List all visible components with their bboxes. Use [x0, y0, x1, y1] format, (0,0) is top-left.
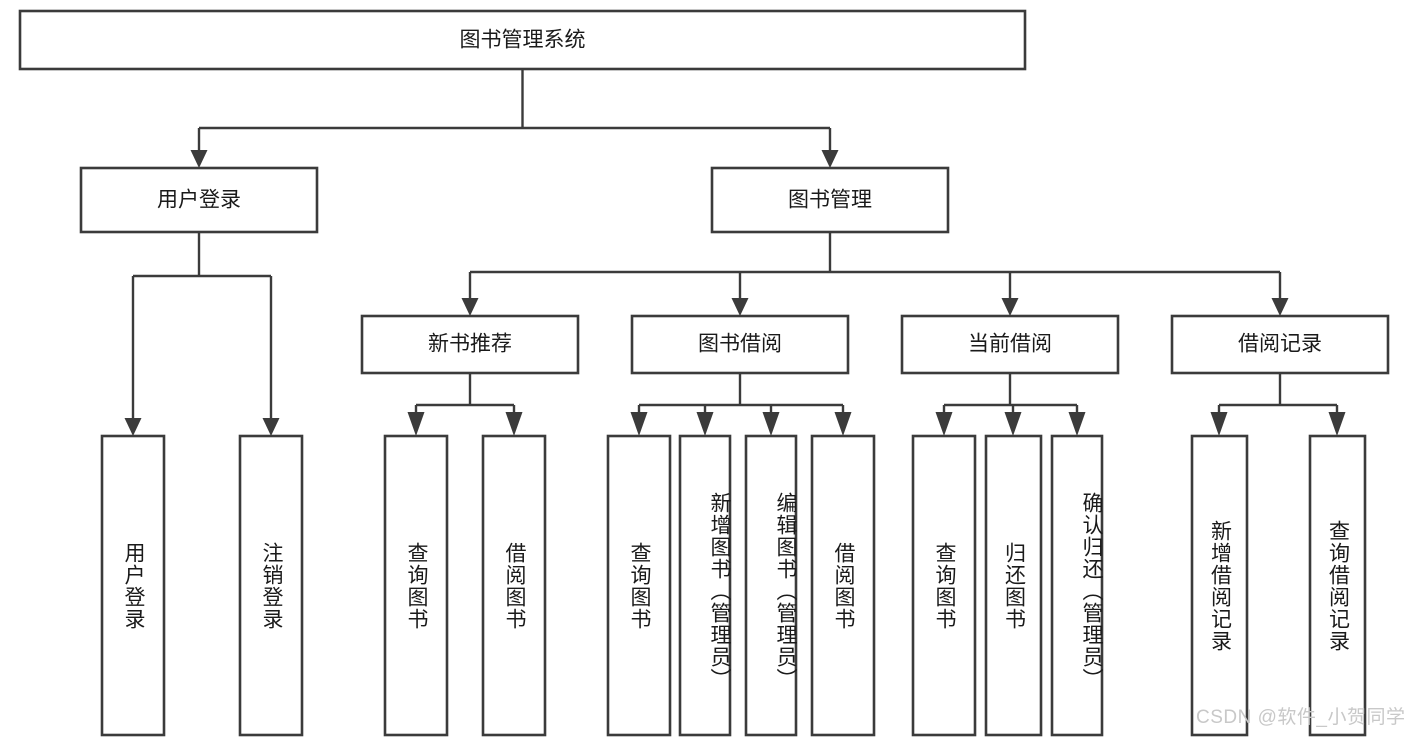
node-current-borrow-label: 当前借阅 — [968, 333, 1052, 356]
arrowhead-new-book-recommend — [461, 298, 479, 316]
arrowhead-leaf-query-book-borrow — [630, 412, 648, 436]
arrowhead-leaf-query-borrow-record — [1328, 412, 1346, 436]
node-book-manage-box[interactable] — [710, 166, 950, 234]
edge-group-borrow-records — [1210, 373, 1346, 436]
leaf-return-book-box[interactable] — [984, 434, 1043, 737]
arrowhead-book-borrow — [731, 298, 749, 316]
arrowhead-leaf-borrow-book-rec — [505, 412, 523, 436]
leaf-add-book-box[interactable] — [678, 434, 732, 737]
leaf-borrow-book-rec-box[interactable] — [481, 434, 547, 737]
leaf-query-book-borrow-box[interactable] — [606, 434, 672, 737]
arrowhead-leaf-return-book — [1004, 412, 1022, 436]
node-book-borrow[interactable]: 图书借阅 — [630, 314, 850, 375]
leaf-query-borrow-record-box[interactable] — [1308, 434, 1367, 737]
arrowhead-leaf-confirm-return — [1068, 412, 1086, 436]
node-root[interactable]: 图书管理系统 — [18, 9, 1027, 71]
node-borrow-records-label: 借阅记录 — [1238, 333, 1322, 356]
node-root-label: 图书管理系统 — [460, 29, 586, 52]
leaf-add-borrow-record-box[interactable] — [1190, 434, 1249, 737]
leaf-borrow-book-box[interactable] — [810, 434, 876, 737]
leaf-logout-box[interactable] — [238, 434, 304, 737]
csdn-watermark: CSDN @软件_小贺同学 — [1196, 707, 1405, 728]
arrowhead-leaf-query-book-current — [935, 412, 953, 436]
arrowhead-leaf-add-borrow-record — [1210, 412, 1228, 436]
node-book-borrow-box[interactable] — [630, 314, 850, 375]
arrowhead-leaf-query-book-rec — [407, 412, 425, 436]
node-user-login[interactable]: 用户登录 — [79, 166, 319, 234]
arrowhead-book-manage — [821, 150, 839, 168]
node-current-borrow[interactable]: 当前借阅 — [900, 314, 1120, 375]
arrowhead-borrow-records — [1271, 298, 1289, 316]
arrowhead-leaf-edit-book — [762, 412, 780, 436]
arrowhead-user-login — [190, 150, 208, 168]
edge-group-root — [190, 69, 839, 168]
edge-group-current-borrow — [935, 373, 1086, 436]
leaf-user-login-box[interactable] — [100, 434, 166, 737]
node-user-login-label: 用户登录 — [157, 189, 241, 212]
node-new-book-recommend-box[interactable] — [360, 314, 580, 375]
node-user-login-box[interactable] — [79, 166, 319, 234]
node-new-book-recommend[interactable]: 新书推荐 — [360, 314, 580, 375]
arrowhead-leaf-borrow-book — [834, 412, 852, 436]
arrowhead-leaf-add-book — [696, 412, 714, 436]
arrowhead-current-borrow — [1001, 298, 1019, 316]
node-root-box[interactable] — [18, 9, 1027, 71]
edge-group-user-login — [124, 232, 280, 436]
node-current-borrow-box[interactable] — [900, 314, 1120, 375]
leaf-query-book-rec-box[interactable] — [383, 434, 449, 737]
leaf-boxes-group — [100, 434, 1367, 737]
edge-group-new-book-recommend — [407, 373, 523, 436]
node-book-manage-label: 图书管理 — [788, 189, 872, 212]
leaf-query-book-current-box[interactable] — [911, 434, 977, 737]
arrowhead-leaf-logout — [262, 418, 280, 436]
node-book-borrow-label: 图书借阅 — [698, 333, 782, 356]
node-borrow-records[interactable]: 借阅记录 — [1170, 314, 1390, 375]
node-book-manage[interactable]: 图书管理 — [710, 166, 950, 234]
edge-group-book-manage — [461, 232, 1289, 316]
node-new-book-recommend-label: 新书推荐 — [428, 333, 512, 356]
arrowhead-leaf-user-login — [124, 418, 142, 436]
edge-group-book-borrow — [630, 373, 852, 436]
leaf-edit-book-box[interactable] — [744, 434, 798, 737]
node-borrow-records-box[interactable] — [1170, 314, 1390, 375]
leaf-confirm-return-box[interactable] — [1050, 434, 1104, 737]
